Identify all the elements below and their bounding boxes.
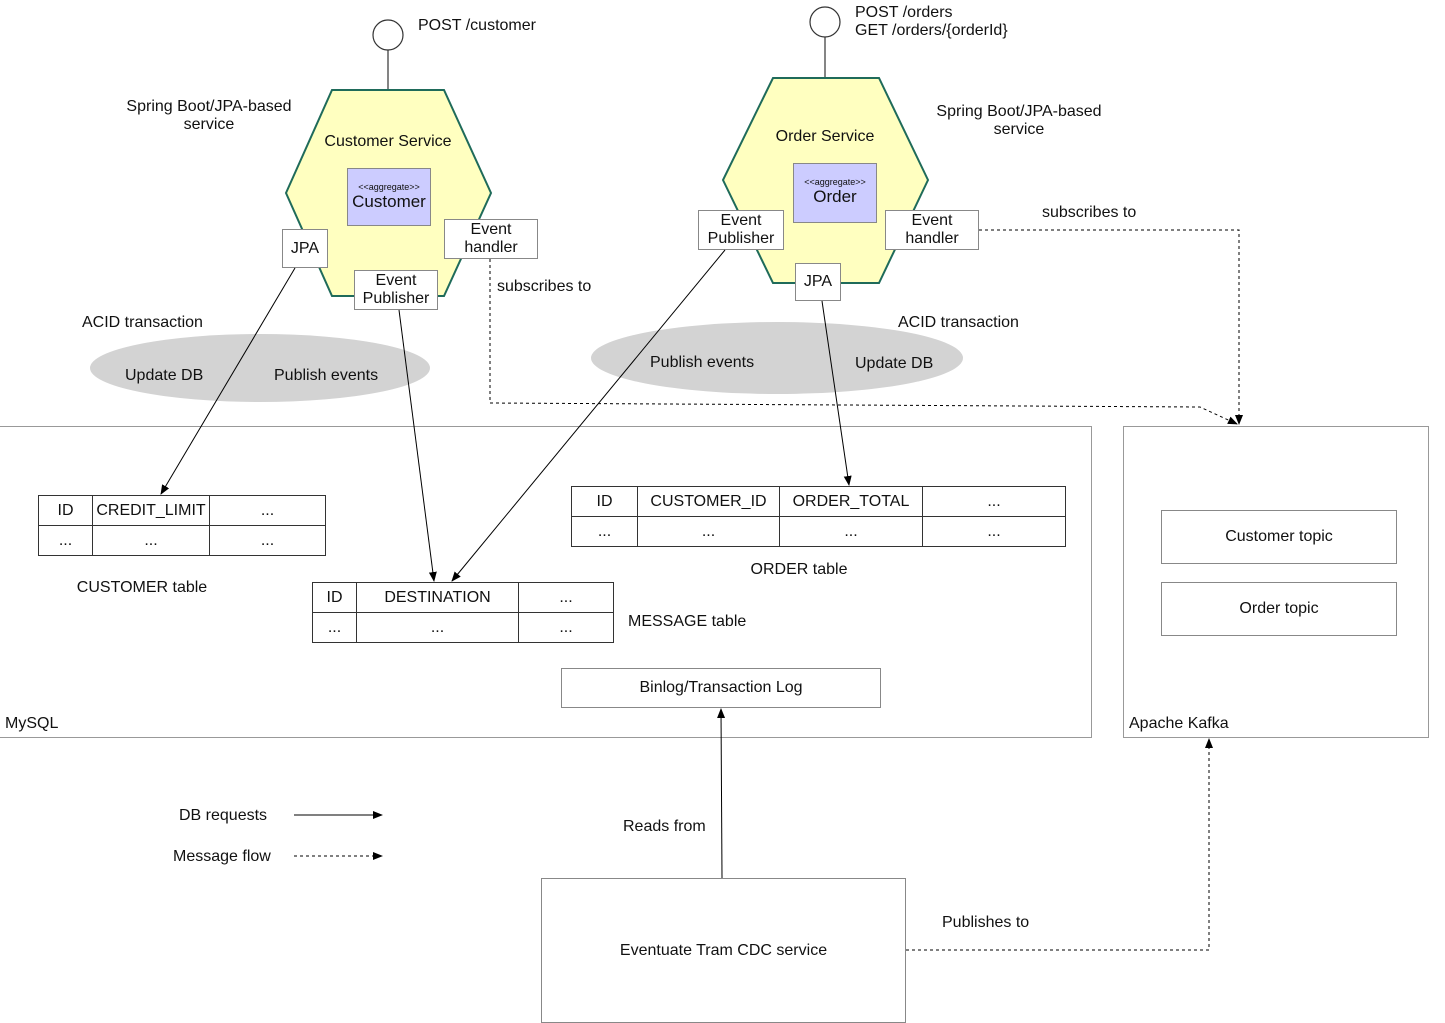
customer-table-cell: ... xyxy=(38,525,93,556)
order-aggregate-name: Order xyxy=(813,187,857,206)
order-table-header-more: ... xyxy=(922,486,1066,517)
order-subscribes-label: subscribes to xyxy=(1042,204,1137,221)
binlog-box: Binlog/Transaction Log xyxy=(561,668,881,708)
customer-acid-update-db: Update DB xyxy=(125,367,204,384)
customer-acid-label: ACID transaction xyxy=(82,314,203,331)
customer-table-row: ... ... ... xyxy=(38,525,326,556)
customer-table: ID CREDIT_LIMIT ... ... ... ... xyxy=(38,495,326,556)
order-service-note: Spring Boot/JPA-based service xyxy=(936,103,1102,138)
order-event-publisher-box: Event Publisher xyxy=(698,210,784,250)
message-table-caption: MESSAGE table xyxy=(628,613,747,630)
customer-jpa-box: JPA xyxy=(282,229,328,268)
order-acid-update-db: Update DB xyxy=(855,355,934,372)
customer-event-handler-box: Event handler xyxy=(444,219,538,259)
customer-table-cell: ... xyxy=(92,525,210,556)
customer-endpoint-lollipop xyxy=(372,19,404,90)
mysql-label: MySQL xyxy=(5,715,59,732)
customer-table-header-credit-limit: CREDIT_LIMIT xyxy=(92,495,210,526)
customer-aggregate: <<aggregate>> Customer xyxy=(347,168,431,226)
message-table-cell: ... xyxy=(312,612,357,643)
order-acid-label: ACID transaction xyxy=(898,314,1019,331)
order-acid-publish-events: Publish events xyxy=(650,354,755,371)
order-table-caption: ORDER table xyxy=(750,561,848,578)
legend-db-requests-label: DB requests xyxy=(179,807,268,824)
message-table-row: ... ... ... xyxy=(312,612,614,643)
customer-table-cell: ... xyxy=(209,525,326,556)
order-table-header-row: ID CUSTOMER_ID ORDER_TOTAL ... xyxy=(571,486,1066,517)
order-event-handler-box: Event handler xyxy=(885,210,979,250)
customer-topic-box: Customer topic xyxy=(1161,510,1397,564)
customer-endpoint-label: POST /customer xyxy=(418,17,536,34)
customer-aggregate-name: Customer xyxy=(352,192,426,211)
order-table-row: ... ... ... ... xyxy=(571,516,1066,547)
customer-table-header-id: ID xyxy=(38,495,93,526)
customer-event-publisher-box: Event Publisher xyxy=(354,270,438,310)
message-table-cell: ... xyxy=(356,612,519,643)
message-table-header-id: ID xyxy=(312,582,357,613)
order-aggregate: <<aggregate>> Order xyxy=(793,163,877,223)
cdc-reads-from-label: Reads from xyxy=(623,818,706,835)
order-endpoint-lollipop xyxy=(809,6,841,78)
message-table-cell: ... xyxy=(518,612,614,643)
order-table-header-id: ID xyxy=(571,486,638,517)
kafka-label: Apache Kafka xyxy=(1129,715,1229,732)
kafka-region: Apache Kafka xyxy=(1123,426,1429,738)
order-table-header-order-total: ORDER_TOTAL xyxy=(779,486,923,517)
customer-service-note: Spring Boot/JPA-based service xyxy=(126,98,292,133)
customer-aggregate-stereotype: <<aggregate>> xyxy=(358,182,420,192)
order-table-cell: ... xyxy=(637,516,780,547)
cdc-service-box: Eventuate Tram CDC service xyxy=(541,878,906,1023)
order-table-cell: ... xyxy=(571,516,638,547)
order-endpoint-label: POST /orders GET /orders/{orderId} xyxy=(855,4,1008,39)
customer-service-title: Customer Service xyxy=(324,133,452,150)
order-topic-box: Order topic xyxy=(1161,582,1397,636)
order-table: ID CUSTOMER_ID ORDER_TOTAL ... ... ... .… xyxy=(571,486,1066,547)
cdc-publishes-to-label: Publishes to xyxy=(942,914,1030,931)
message-table-header-more: ... xyxy=(518,582,614,613)
order-jpa-box: JPA xyxy=(795,263,841,301)
message-table-header-row: ID DESTINATION ... xyxy=(312,582,614,613)
customer-table-header-more: ... xyxy=(209,495,326,526)
message-table: ID DESTINATION ... ... ... ... xyxy=(312,582,614,643)
customer-table-caption: CUSTOMER table xyxy=(76,579,208,596)
order-aggregate-stereotype: <<aggregate>> xyxy=(804,177,866,187)
customer-table-header-row: ID CREDIT_LIMIT ... xyxy=(38,495,326,526)
order-service-title: Order Service xyxy=(775,128,875,145)
order-table-cell: ... xyxy=(779,516,923,547)
customer-subscribes-label: subscribes to xyxy=(497,278,592,295)
customer-acid-publish-events: Publish events xyxy=(274,367,379,384)
order-table-header-customer-id: CUSTOMER_ID xyxy=(637,486,780,517)
order-table-cell: ... xyxy=(922,516,1066,547)
legend-message-flow-label: Message flow xyxy=(173,848,271,865)
message-table-header-destination: DESTINATION xyxy=(356,582,519,613)
